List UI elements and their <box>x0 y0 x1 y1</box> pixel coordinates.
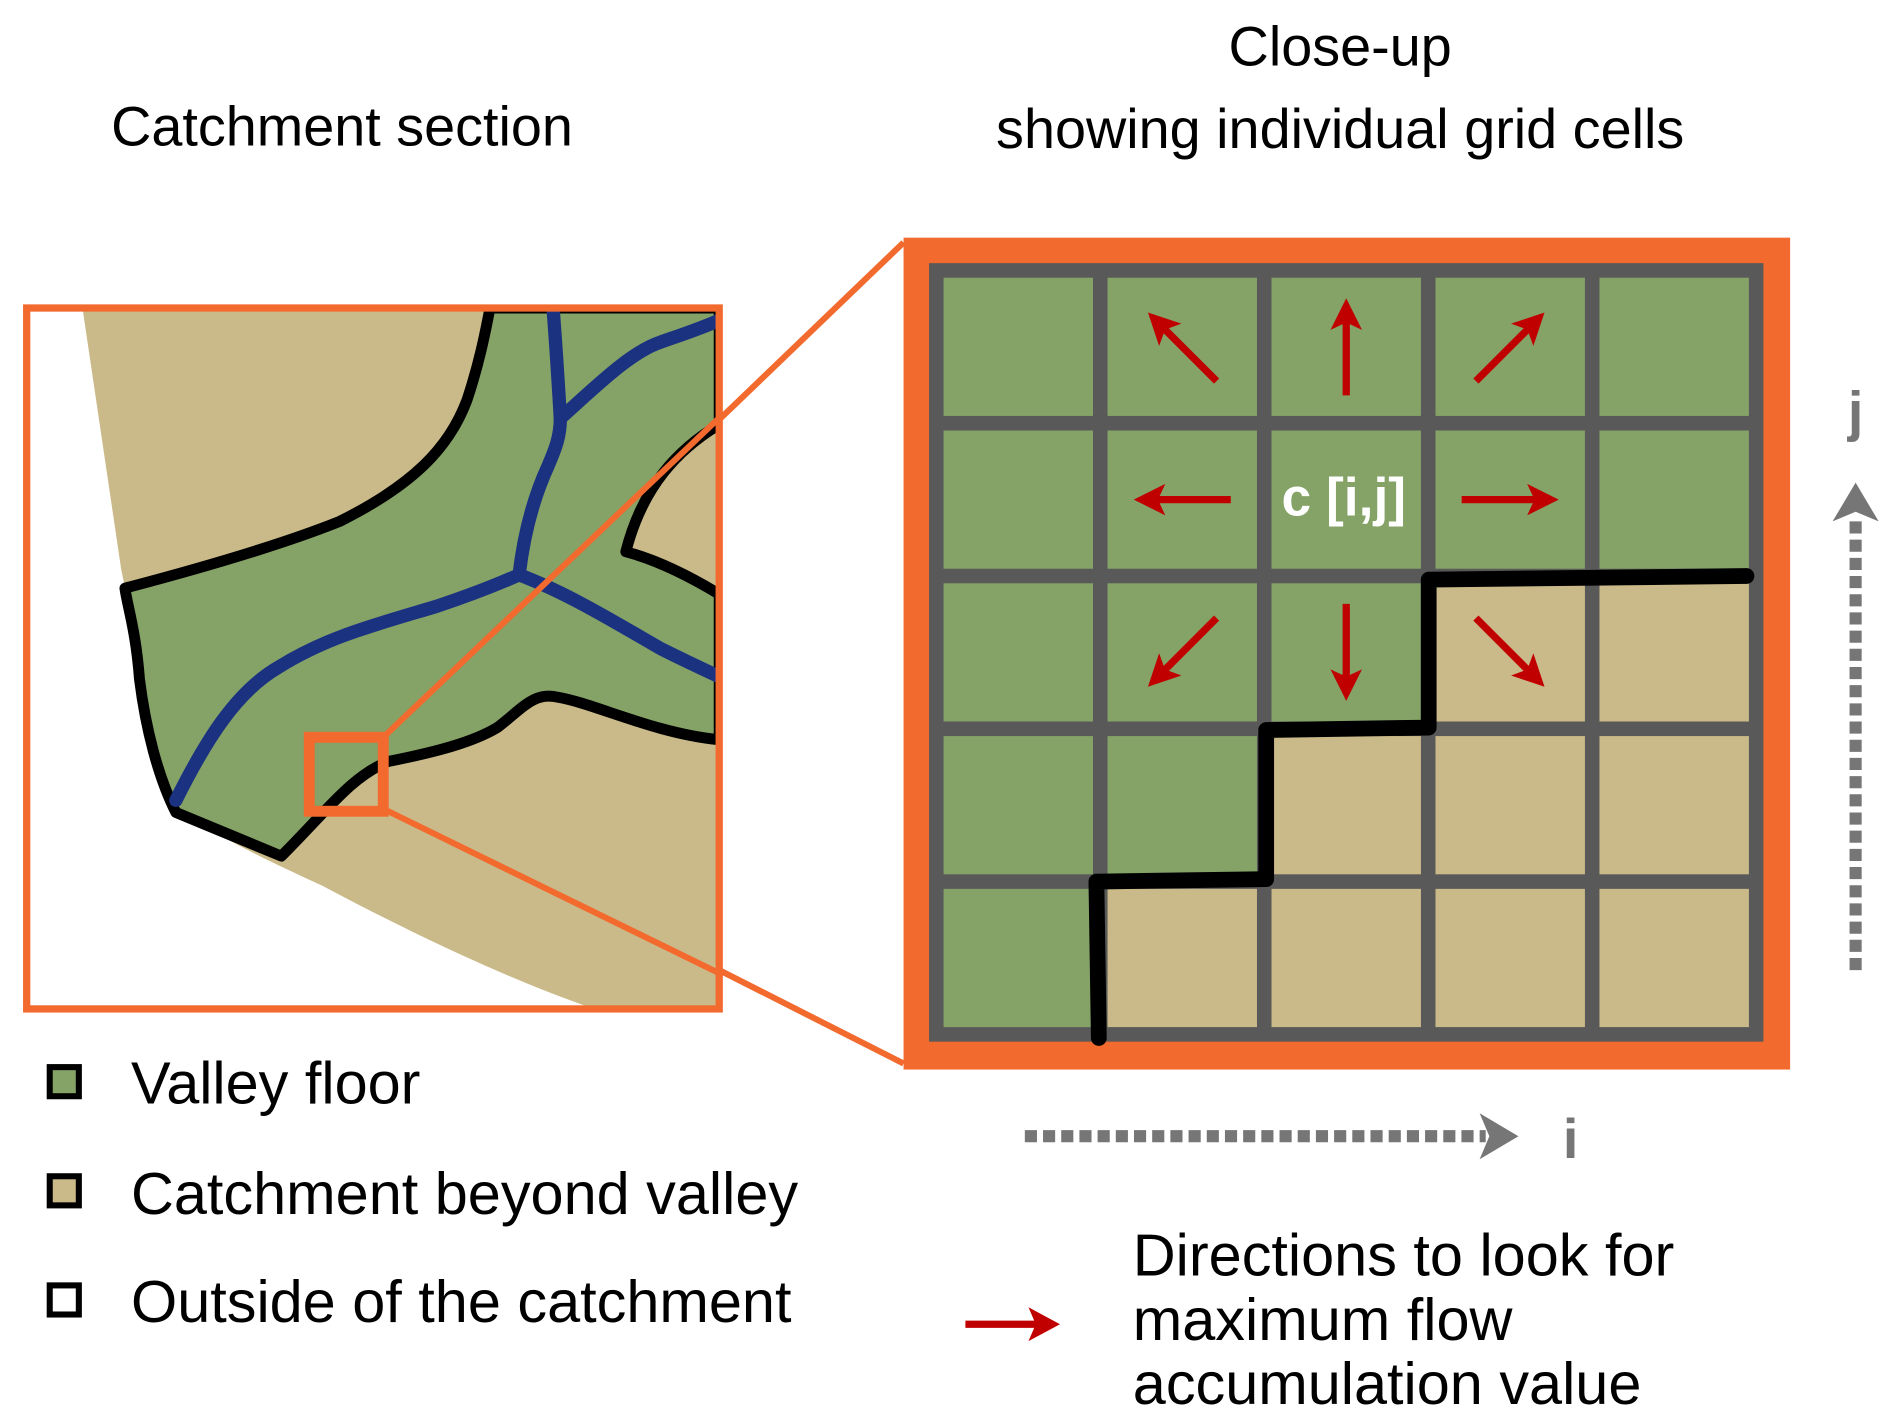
legend-label-outside: Outside of the catchment <box>131 1268 792 1335</box>
i-axis-label: i <box>1563 1108 1579 1170</box>
legend-item-directions: Directions to look for maximum flow accu… <box>965 1222 1675 1417</box>
center-cell-label: c [i,j] <box>1282 468 1407 527</box>
valley-boundary-stepline <box>1088 568 1755 1046</box>
grid-cell <box>1271 430 1421 569</box>
grid-cell <box>943 583 1093 722</box>
river-north <box>512 308 567 582</box>
direction-arrow-ne <box>1473 325 1532 384</box>
grid-cell <box>1107 736 1257 875</box>
catchment-map <box>23 304 723 1013</box>
valley-floor-swatch <box>46 1064 82 1100</box>
valley-floor-area <box>119 308 720 862</box>
closeup-grid: c [i,j] <box>903 237 1791 1070</box>
zoom-line-bottom <box>381 806 720 977</box>
direction-arrow-nw <box>1160 325 1220 384</box>
river-network <box>169 308 720 808</box>
legend-item-valley-floor: Valley floor <box>46 1050 420 1117</box>
grid-cell <box>1107 888 1257 1028</box>
grid-cell <box>943 888 1093 1028</box>
river-east <box>512 568 720 684</box>
direction-arrowhead-n <box>1330 298 1362 330</box>
direction-arrowhead-e <box>1527 483 1559 516</box>
legend-label-catchment-beyond: Catchment beyond valley <box>131 1160 798 1227</box>
legend-label-valley-floor: Valley floor <box>131 1050 420 1117</box>
directions-line1: Directions to look for <box>1133 1222 1675 1289</box>
direction-arrow-sw <box>1160 615 1220 674</box>
i-axis: i <box>1024 1108 1579 1170</box>
direction-arrowhead-se <box>1511 653 1545 687</box>
i-axis-arrowhead <box>1479 1113 1519 1160</box>
grid-cell <box>1599 277 1749 416</box>
direction-arrowhead-ne <box>1511 312 1545 346</box>
catchment-beyond-swatch <box>46 1173 82 1209</box>
grid-cell <box>943 736 1093 875</box>
directions-line3: accumulation value <box>1133 1350 1642 1417</box>
grid-cell <box>1599 736 1749 875</box>
direction-arrowhead-sw <box>1147 653 1182 687</box>
j-axis: j <box>1832 380 1879 971</box>
right-title-line2: showing individual grid cells <box>996 98 1684 160</box>
grid-cell <box>1271 888 1421 1028</box>
outside-swatch <box>46 1282 82 1318</box>
red-arrow-legend-icon <box>1028 1307 1061 1342</box>
zoom-line-top <box>381 413 720 740</box>
river-main <box>169 568 526 808</box>
zoom-line-bottom-ext <box>717 967 905 1067</box>
directions-line2: maximum flow <box>1133 1286 1514 1353</box>
grid-cell <box>943 430 1093 569</box>
direction-arrowhead-nw <box>1147 312 1182 346</box>
grid-cell <box>1599 430 1749 569</box>
direction-arrow-se <box>1473 615 1532 674</box>
grid-cell <box>1271 736 1421 875</box>
grid-cell <box>1599 583 1749 722</box>
legend-item-outside: Outside of the catchment <box>46 1268 792 1335</box>
zoom-line-top-ext <box>717 240 906 422</box>
map-frame <box>23 304 723 1013</box>
grid-cell <box>1435 888 1585 1028</box>
j-axis-label: j <box>1847 380 1864 442</box>
zoom-region-box <box>303 731 389 817</box>
legend-item-catchment-beyond: Catchment beyond valley <box>46 1160 798 1227</box>
grid-cell <box>943 277 1093 416</box>
right-title-line1: Close-up <box>1229 15 1452 77</box>
direction-arrowhead-w <box>1133 483 1166 516</box>
legend: Valley floor Catchment beyond valley Out… <box>46 1050 1675 1417</box>
j-axis-arrowhead <box>1832 482 1879 522</box>
grid-cell <box>1435 736 1585 875</box>
grid-cell <box>1599 888 1749 1028</box>
direction-arrows <box>1133 298 1559 701</box>
left-title: Catchment section <box>111 96 573 158</box>
river-northeast <box>553 313 720 426</box>
direction-arrowhead-s <box>1330 669 1362 701</box>
